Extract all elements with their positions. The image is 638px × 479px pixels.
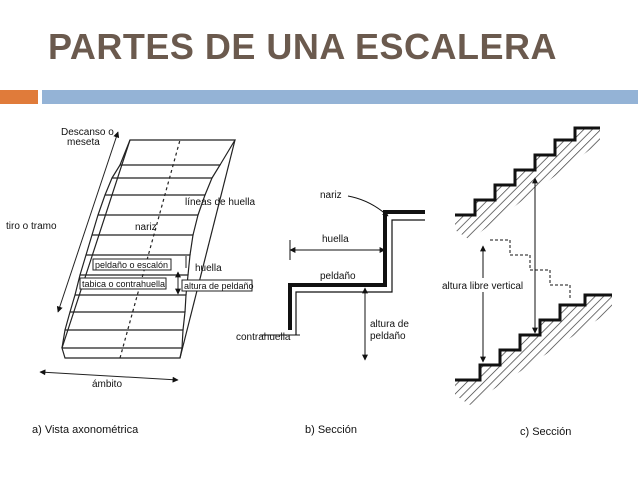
hidden-mid-stair bbox=[490, 239, 571, 300]
label-nariz-b: nariz bbox=[320, 190, 342, 201]
lower-flight-profile bbox=[455, 293, 612, 382]
label-meseta: meseta bbox=[67, 137, 100, 148]
dimension-lines-b bbox=[260, 195, 389, 361]
figure-a-axonometric bbox=[39, 131, 253, 383]
figure-a-labels: Descanso o meseta líneas de huella nariz… bbox=[6, 127, 255, 436]
label-lineas-huella: líneas de huella bbox=[185, 197, 255, 208]
step-profile bbox=[288, 210, 425, 330]
step-profile-inner bbox=[295, 219, 425, 335]
label-peldano-b: peldaño bbox=[320, 271, 356, 282]
label-ambito: ámbito bbox=[92, 379, 122, 390]
title-accent-square bbox=[0, 90, 38, 104]
caption-c: c) Sección bbox=[520, 426, 571, 438]
title-rule bbox=[42, 90, 638, 104]
slide-title: PARTES DE UNA ESCALERA bbox=[48, 26, 558, 67]
figure-c-labels: altura libre vertical c) Sección bbox=[440, 278, 571, 438]
label-contrahuella: contrahuella bbox=[236, 332, 291, 343]
label-altura-libre: altura libre vertical bbox=[442, 281, 523, 292]
upper-flight-profile bbox=[455, 126, 600, 217]
label-nariz-a: nariz bbox=[135, 222, 157, 233]
lower-flight-hatch bbox=[455, 295, 612, 405]
figure-c-section bbox=[455, 126, 612, 405]
midline-dashes bbox=[119, 139, 181, 359]
figure-b-labels: nariz huella peldaño contrahuella altura… bbox=[236, 190, 409, 436]
stair-steps bbox=[61, 139, 237, 359]
label-descanso: Descanso o bbox=[61, 127, 114, 138]
caption-b: b) Sección bbox=[305, 424, 357, 436]
label-altura-2: peldaño bbox=[370, 331, 406, 342]
label-altura-peldano-a: altura de peldaño bbox=[184, 281, 254, 291]
clearance-lines bbox=[480, 177, 538, 363]
label-tabica: tabica o contrahuella bbox=[82, 279, 165, 289]
figure-b-section bbox=[260, 195, 425, 361]
label-boxes bbox=[79, 258, 253, 292]
label-huella-b: huella bbox=[322, 234, 349, 245]
dimension-lines bbox=[39, 131, 187, 383]
label-huella-a: huella bbox=[195, 263, 222, 274]
label-peldano-escalon: peldaño o escalón bbox=[95, 260, 168, 270]
upper-flight-hatch bbox=[455, 128, 600, 240]
label-tiro: tiro o tramo bbox=[6, 221, 57, 232]
label-altura-1: altura de bbox=[370, 319, 409, 330]
caption-a: a) Vista axonométrica bbox=[32, 424, 139, 436]
